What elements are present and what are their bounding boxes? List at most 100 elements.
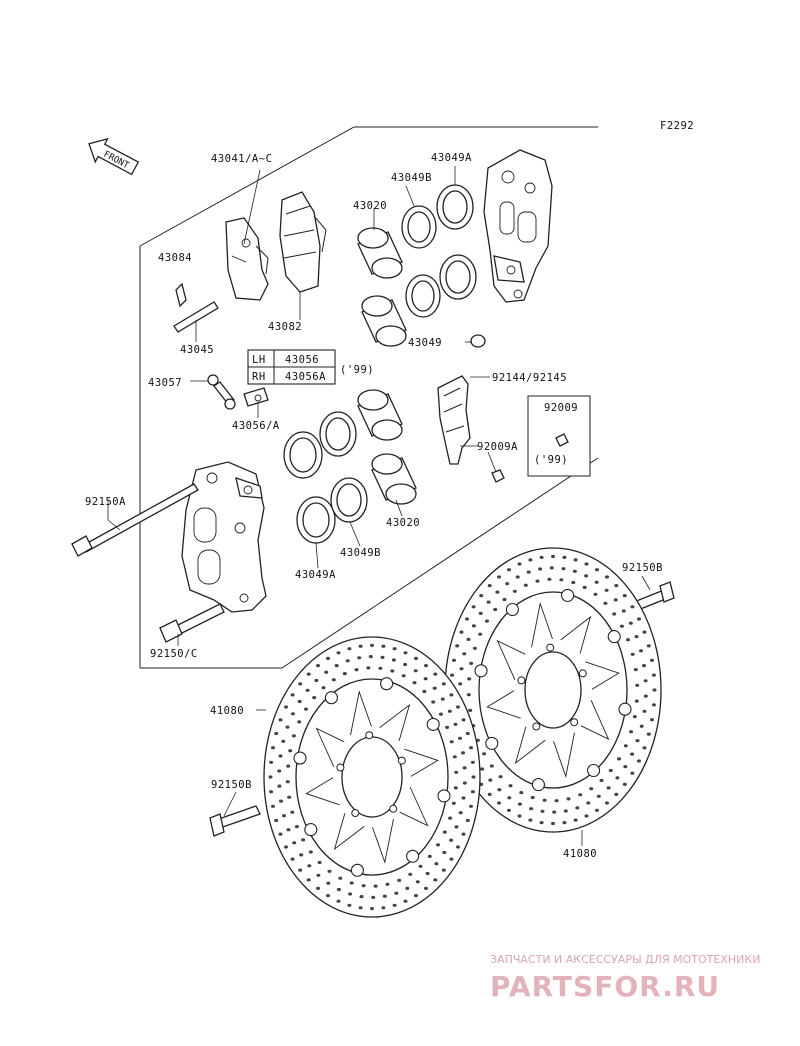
drill-hole <box>392 903 397 907</box>
bolt-92150B-right <box>633 581 675 611</box>
drill-hole <box>642 664 646 668</box>
drill-hole <box>286 764 291 768</box>
disc-floating-button <box>474 664 488 678</box>
front-direction-arrow: FRONT <box>88 137 140 176</box>
drill-hole <box>621 609 626 613</box>
drill-hole <box>528 558 533 562</box>
disc-spoke <box>379 703 411 742</box>
pad-spring-bracket-92144 <box>437 375 471 465</box>
drill-hole <box>604 588 609 592</box>
drill-hole <box>440 697 445 701</box>
label-43020-bottom: 43020 <box>386 517 420 529</box>
drill-hole <box>573 558 578 562</box>
drill-hole <box>571 580 576 585</box>
drill-hole <box>284 845 288 849</box>
seal-43049B-upper <box>401 205 441 318</box>
drill-hole <box>549 566 554 570</box>
drill-hole <box>312 696 317 700</box>
drill-hole <box>392 647 397 651</box>
drill-hole <box>431 700 436 704</box>
drill-hole <box>507 796 512 800</box>
drill-hole <box>523 583 528 587</box>
drill-hole <box>650 718 654 722</box>
drill-hole <box>449 740 454 744</box>
disc-spoke <box>399 786 429 827</box>
brake-pad-43082 <box>279 191 327 293</box>
label-43082: 43082 <box>268 321 302 333</box>
drill-hole <box>608 768 613 773</box>
label-99-option: ('99) <box>534 454 568 466</box>
drill-hole <box>432 686 437 690</box>
drill-hole <box>639 724 644 728</box>
bolt-92150C <box>159 603 225 643</box>
drill-hole <box>449 857 454 861</box>
drill-hole <box>538 567 543 571</box>
drill-hole <box>462 652 467 656</box>
drill-hole <box>547 577 552 581</box>
drill-hole <box>390 669 395 673</box>
drill-hole <box>306 672 311 676</box>
watermark-logo: PARTSFOR.RU <box>490 970 720 1003</box>
drill-hole <box>643 679 648 683</box>
drill-hole <box>472 646 477 650</box>
drill-hole <box>458 736 462 740</box>
drill-hole <box>441 682 446 686</box>
spec-row-lh-part: 43056 <box>285 354 319 366</box>
drill-hole <box>442 850 447 855</box>
label-43049A-top: 43049A <box>431 152 472 164</box>
disc-spoke <box>585 661 620 690</box>
drill-hole <box>466 637 471 642</box>
spec-table: LH 43056 RH 43056A ('99) <box>247 349 374 385</box>
drill-hole <box>347 647 352 651</box>
drill-hole <box>584 574 589 578</box>
drill-hole <box>452 658 456 662</box>
label-43056A: 43056/A <box>232 420 280 432</box>
drill-hole <box>505 582 510 586</box>
drill-hole <box>277 784 282 788</box>
drill-hole <box>281 739 286 743</box>
drill-hole <box>596 794 601 798</box>
disc-spoke <box>350 690 372 736</box>
drill-hole <box>517 814 522 818</box>
drill-hole <box>336 899 341 903</box>
drill-hole <box>326 894 330 898</box>
drill-hole <box>401 674 406 678</box>
brake-pad-43084 <box>225 217 269 301</box>
drill-hole <box>278 754 283 758</box>
drill-hole <box>599 778 604 783</box>
drill-hole <box>535 579 540 583</box>
label-43057: 43057 <box>148 377 182 389</box>
drill-hole <box>507 808 511 812</box>
drill-hole <box>563 809 568 813</box>
drill-hole <box>425 871 430 876</box>
drill-hole <box>288 749 293 753</box>
drill-hole <box>469 804 473 808</box>
drill-hole <box>497 575 501 579</box>
disc-floating-button <box>293 751 307 765</box>
drill-hole <box>271 804 275 808</box>
drill-hole <box>628 621 633 625</box>
label-43049B-top: 43049B <box>391 172 432 184</box>
drill-hole <box>447 709 452 713</box>
disc-spoke <box>531 601 553 648</box>
drill-hole <box>452 755 457 759</box>
drill-hole <box>357 656 362 660</box>
drill-hole <box>459 630 464 634</box>
drill-hole <box>324 670 329 674</box>
label-92009: 92009 <box>544 402 578 414</box>
drill-hole <box>623 765 628 769</box>
drill-hole <box>461 796 466 800</box>
drill-hole <box>615 776 620 780</box>
disc-floating-button <box>485 736 499 750</box>
drill-hole <box>554 799 559 803</box>
option-box-92009 <box>527 395 591 477</box>
drill-hole <box>412 681 417 685</box>
oring-43049 <box>470 334 486 348</box>
drill-hole <box>442 830 447 834</box>
drill-hole <box>519 791 524 795</box>
drill-hole <box>605 575 609 579</box>
drill-hole <box>336 887 341 892</box>
drill-hole <box>298 682 303 686</box>
drill-hole <box>278 832 283 836</box>
drill-hole <box>381 644 386 648</box>
